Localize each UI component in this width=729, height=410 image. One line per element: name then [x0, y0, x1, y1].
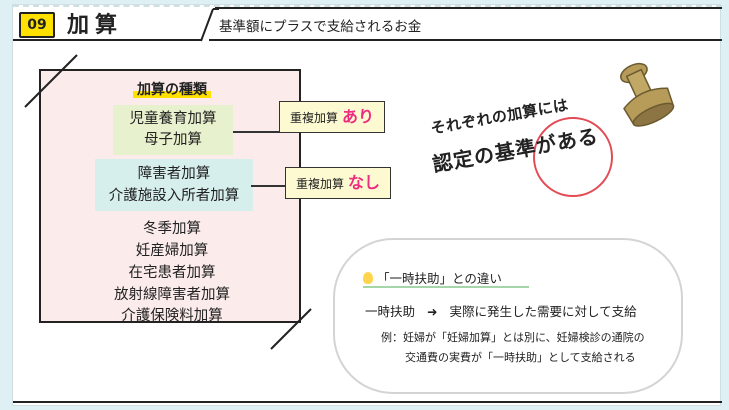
list-item: 障害者加算: [137, 166, 211, 182]
tag-label: 重複加算: [296, 177, 345, 191]
note-term: 一時扶助: [365, 304, 416, 319]
note-title: 「一時扶助」との違い: [363, 268, 529, 288]
no-overlap-group: 障害者加算 介護施設入所者加算: [95, 159, 253, 211]
note-example-2: 交通費の実費が「一時扶助」として支給される: [405, 351, 636, 364]
list-item: 介護保険料加算: [121, 308, 223, 324]
list-item: 妊産婦加算: [135, 243, 209, 259]
note-cloud: [333, 238, 683, 394]
bottom-rule: [13, 401, 722, 403]
arrow-icon: ➜: [427, 304, 438, 319]
tag-label: 重複加算: [290, 111, 339, 125]
page-subtitle: 基準額にプラスで支給されるお金: [219, 19, 422, 35]
page-title: 加算: [67, 13, 124, 38]
overlap-yes-tag: 重複加算あり: [279, 101, 385, 133]
list-item: 介護施設入所者加算: [108, 188, 240, 204]
note-definition: 実際に発生した需要に対して支給: [449, 304, 637, 319]
header-divider: [200, 8, 219, 42]
stamp-icon: [620, 62, 675, 127]
list-item: 冬季加算: [143, 221, 201, 237]
highlight-circle: [533, 117, 613, 197]
tag-value: なし: [348, 173, 381, 192]
lightbulb-icon: [363, 272, 373, 284]
header-underline-right: [209, 39, 722, 41]
note-example-1: 例：妊婦が「妊婦加算」とは別に、妊婦検診の通院の: [381, 331, 645, 344]
section-number-badge: 09: [19, 12, 55, 38]
panel-title: 加算の種類: [41, 79, 303, 99]
note-title-underline: [363, 286, 529, 288]
list-item: 児童養育加算: [129, 111, 217, 127]
tag-value: あり: [342, 107, 375, 126]
panel-title-text: 加算の種類: [133, 82, 211, 98]
list-item: 在宅患者加算: [128, 265, 216, 281]
overlap-no-tag: 重複加算なし: [285, 167, 391, 199]
header-underline-left: [13, 39, 201, 41]
decor-lines: [24, 54, 312, 350]
list-item: 母子加算: [144, 132, 202, 148]
connector-line: [233, 131, 281, 133]
top-border: [13, 5, 722, 7]
slide: 09 加算 基準額にプラスで支給されるお金 加算の種類 児童養育加算 母子加算 …: [12, 4, 722, 406]
list-item: 放射線障害者加算: [114, 287, 230, 303]
addition-types-panel: 加算の種類 児童養育加算 母子加算 障害者加算 介護施設入所者加算 冬季加算 妊…: [39, 69, 303, 324]
overlap-group: 児童養育加算 母子加算: [113, 105, 233, 155]
header-overline: [215, 7, 722, 9]
header: 09 加算 基準額にプラスで支給されるお金: [13, 5, 722, 43]
note-title-text: 「一時扶助」との違い: [377, 271, 502, 286]
connector-line: [251, 185, 287, 187]
note-definition-row: 一時扶助 ➜ 実際に発生した需要に対して支給: [365, 301, 637, 320]
